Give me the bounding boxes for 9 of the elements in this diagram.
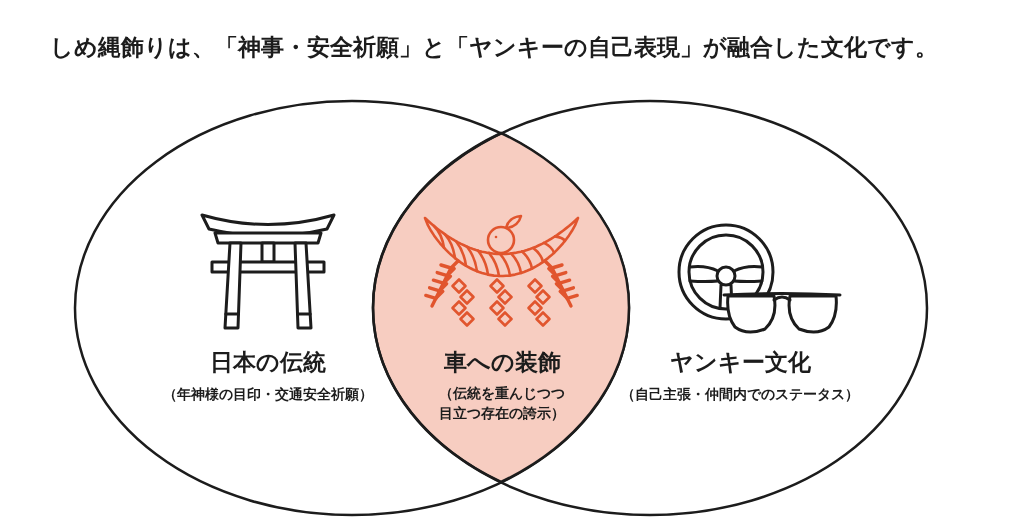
overlap-area: [371, 131, 631, 485]
heading: 日本の伝統: [210, 347, 326, 377]
title: しめ縄飾りは、「神事・安全祈願」と「ヤンキーの自己表現」が融合した文化です。: [50, 32, 938, 62]
description-text: （伝統を重んじつつ目立つ存在の誇示）: [438, 384, 566, 423]
heading: 車への装飾: [443, 347, 561, 377]
heading: ヤンキー文化: [669, 347, 811, 377]
venn-circle: [371, 99, 929, 517]
description-text: （自己主張・仲間内でのステータス）: [621, 385, 859, 404]
description-text: （年神様の目印・交通安全祈願）: [163, 385, 373, 404]
